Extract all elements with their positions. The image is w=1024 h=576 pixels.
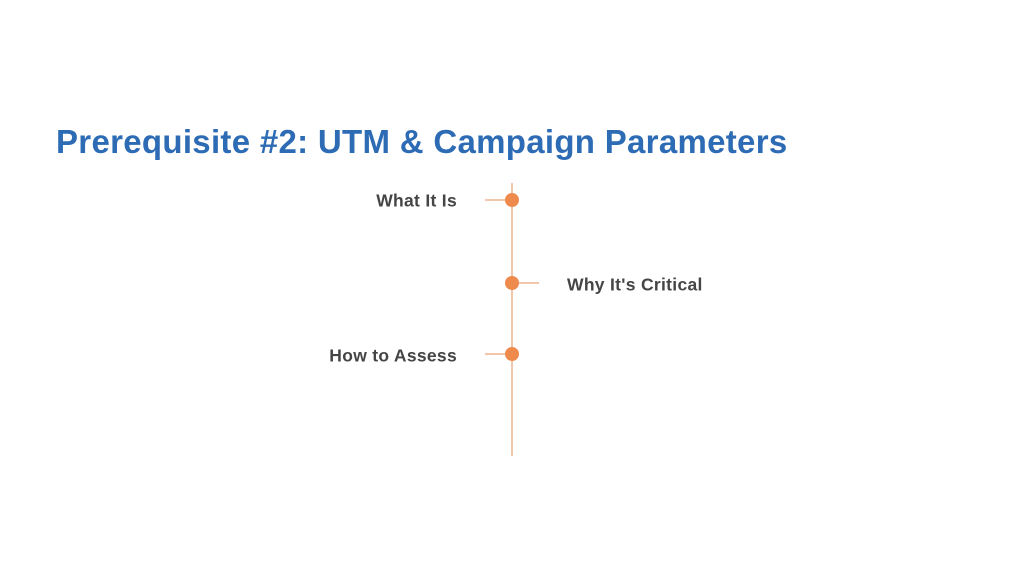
- slide-title: Prerequisite #2: UTM & Campaign Paramete…: [56, 123, 788, 160]
- timeline-tick: [485, 353, 512, 355]
- timeline-tick: [485, 199, 512, 201]
- timeline-label-how-to-assess: How to Assess: [329, 345, 457, 366]
- timeline-vertical-line: [511, 183, 513, 456]
- timeline-tick: [512, 282, 539, 284]
- timeline-dot: [505, 193, 519, 207]
- timeline-dot: [505, 347, 519, 361]
- timeline-label-why-its-critical: Why It's Critical: [567, 274, 703, 295]
- timeline-label-what-it-is: What It Is: [376, 190, 457, 211]
- timeline-dot: [505, 276, 519, 290]
